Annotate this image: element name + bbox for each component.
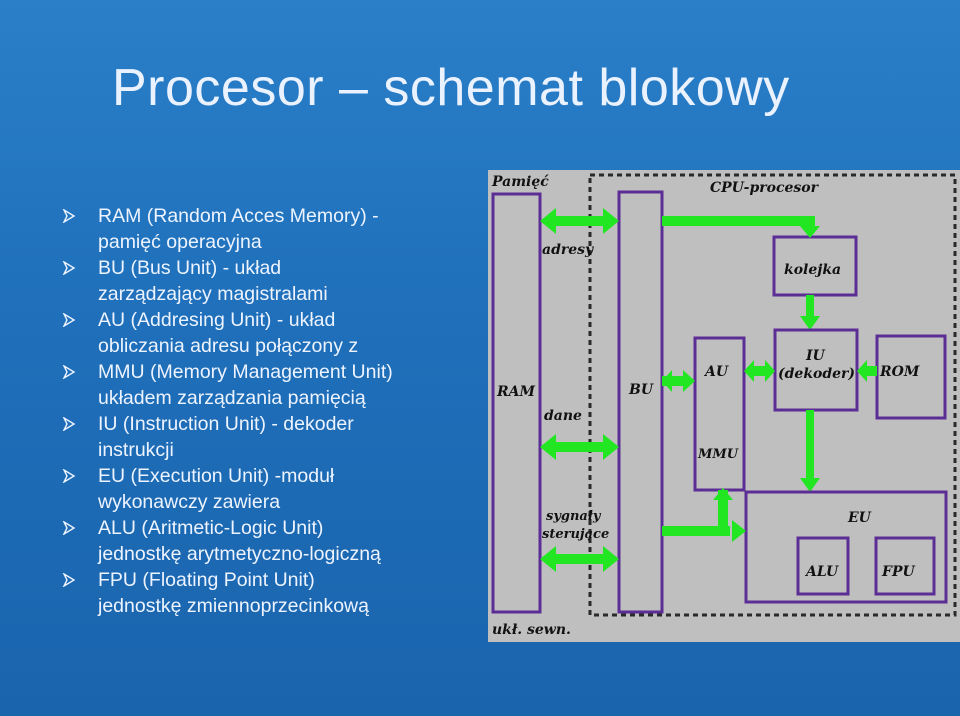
- alu-block: [796, 536, 850, 596]
- iu-sub-label: (dekoder): [778, 366, 855, 382]
- rom-block: [875, 334, 947, 420]
- ram-label: RAM: [496, 384, 535, 400]
- bullet-eu-line2: wykonawczy zawiera: [98, 490, 281, 513]
- bullet-iu-line2: instrukcji: [98, 438, 174, 461]
- alu-label: ALU: [804, 564, 839, 580]
- memory-label: Pamięć: [491, 174, 549, 190]
- iu-label: IU: [805, 348, 826, 364]
- bullet-ram-line2: pamięć operacyjna: [98, 230, 262, 253]
- bullet-eu: EU (Execution Unit) -moduł wykonawczy za…: [62, 464, 487, 515]
- arrow-bullet-icon: [62, 469, 76, 483]
- address-arrow: [540, 208, 619, 234]
- cpu-block-diagram: Pamięć CPU-procesor RAM BU adresy dane s…: [488, 170, 960, 642]
- signals-arrow: [540, 546, 619, 572]
- bullet-mmu-line1: MMU (Memory Management Unit): [98, 361, 393, 383]
- bullet-alu: ALU (Aritmetic-Logic Unit) jednostkę ary…: [62, 516, 487, 567]
- arrow-bullet-icon: [62, 573, 76, 587]
- bu-block: [617, 190, 664, 614]
- fpu-block: [874, 536, 936, 596]
- bullet-list: RAM (Random Acces Memory) - pamięć opera…: [62, 204, 487, 620]
- bullet-iu-line1: IU (Instruction Unit) - dekoder: [98, 413, 354, 435]
- bullet-fpu-line2: jednostkę zmiennoprzecinkową: [98, 594, 369, 617]
- bullet-au: AU (Addresing Unit) - układ obliczania a…: [62, 308, 487, 359]
- bu-label: BU: [628, 382, 654, 398]
- address-bus-label: adresy: [542, 242, 594, 258]
- bullet-bu-line2: zarządzający magistralami: [98, 282, 328, 305]
- control-signals-label-2: sterujące: [542, 527, 609, 542]
- arrow-bullet-icon: [62, 313, 76, 327]
- bullet-au-line2: obliczania adresu połączony z: [98, 334, 359, 357]
- arrow-bullet-icon: [62, 209, 76, 223]
- eu-label: EU: [847, 510, 872, 526]
- bullet-mmu-line2: układem zarządzania pamięcią: [98, 386, 366, 409]
- ram-block: [491, 192, 542, 614]
- control-signals-label-1: sygnały: [546, 509, 602, 524]
- bullet-au-line1: AU (Addresing Unit) - układ: [98, 309, 336, 331]
- bullet-fpu: FPU (Floating Point Unit) jednostkę zmie…: [62, 568, 487, 619]
- bullet-fpu-line1: FPU (Floating Point Unit): [98, 569, 315, 591]
- bullet-bu-line1: BU (Bus Unit) - układ: [98, 257, 282, 279]
- au-label: AU: [703, 364, 729, 380]
- bu-to-queue-arrow: [662, 216, 820, 238]
- slide-title: Procesor – schemat blokowy: [112, 59, 790, 117]
- bu-to-au-arrow: [662, 370, 695, 392]
- iu-to-eu-arrow: [800, 410, 820, 492]
- iu-block: [773, 328, 859, 412]
- bu-to-eu-arrow: [662, 488, 746, 542]
- arrow-bullet-icon: [62, 261, 76, 275]
- au-to-iu-arrow: [744, 360, 775, 382]
- rom-label: ROM: [879, 364, 920, 380]
- data-bus-label: dane: [544, 408, 582, 424]
- rom-to-iu-arrow: [857, 360, 877, 382]
- control-unit-label: ukł. sewn.: [492, 622, 571, 638]
- mmu-label: MMU: [697, 447, 739, 462]
- bullet-ram: RAM (Random Acces Memory) - pamięć opera…: [62, 204, 487, 255]
- queue-to-iu-arrow: [800, 295, 820, 330]
- fpu-label: FPU: [881, 564, 915, 580]
- bullet-eu-line1: EU (Execution Unit) -moduł: [98, 465, 335, 487]
- bullet-alu-line1: ALU (Aritmetic-Logic Unit): [98, 517, 324, 539]
- queue-label: kolejka: [784, 262, 841, 278]
- bullet-ram-line1: RAM (Random Acces Memory) -: [98, 205, 379, 227]
- arrow-bullet-icon: [62, 521, 76, 535]
- cpu-label: CPU-procesor: [710, 180, 820, 196]
- bullet-iu: IU (Instruction Unit) - dekoder instrukc…: [62, 412, 487, 463]
- arrow-bullet-icon: [62, 365, 76, 379]
- cpu-boundary: [588, 173, 957, 617]
- au-block: [693, 336, 746, 492]
- arrow-bullet-icon: [62, 417, 76, 431]
- bullet-bu: BU (Bus Unit) - układ zarządzający magis…: [62, 256, 487, 307]
- queue-block: [772, 235, 858, 297]
- bullet-mmu: MMU (Memory Management Unit) układem zar…: [62, 360, 487, 411]
- data-arrow: [540, 434, 619, 460]
- bullet-alu-line2: jednostkę arytmetyczno-logiczną: [98, 542, 381, 565]
